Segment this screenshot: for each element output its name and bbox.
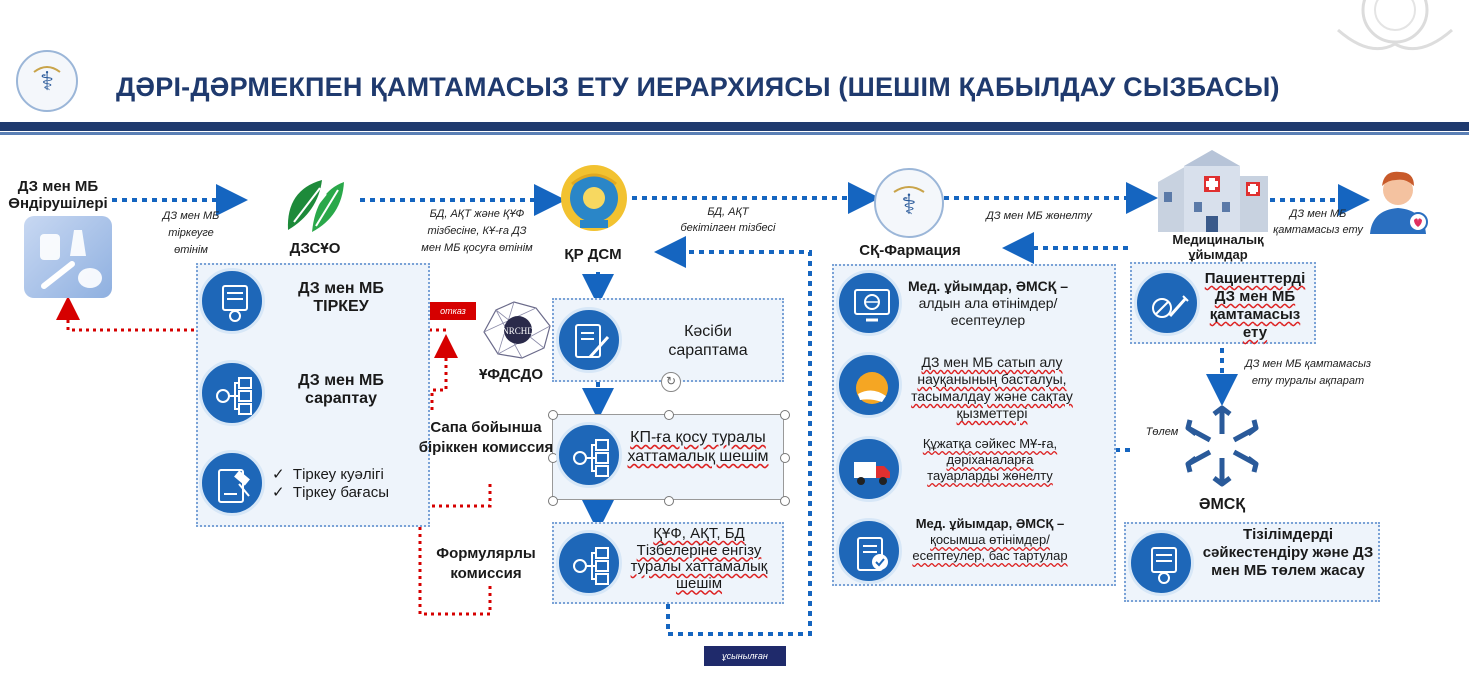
selection-handle (780, 453, 790, 463)
page-title: ДӘРІ-ДӘРМЕКПЕН ҚАМТАМАСЫЗ ЕТУ ИЕРАРХИЯСЫ… (116, 72, 1280, 102)
flowchart-icon (573, 439, 609, 477)
ministry-kp-label: КП-ға қосу туралы хаттамалық шешім (627, 429, 769, 465)
reg-request-label: ДЗ мен МБ тіркеуге өтінім (162, 210, 220, 256)
medorg-label: Медициналық ұйымдар (1172, 232, 1264, 262)
omsk-step-payment (1128, 530, 1194, 596)
arrow-formulary-up (418, 332, 492, 616)
pharmacy-step-orders (836, 270, 902, 336)
pharmacy-additional-rest: қосымша өтінімдер/есептеулер, бас тартул… (912, 532, 1068, 563)
server-icon (1151, 547, 1177, 584)
selection-handle (548, 496, 558, 506)
clipboard-check-icon (857, 537, 888, 571)
logo-emblem: ⚕ (16, 50, 78, 112)
supply-label: ДЗ мен МБ қамтамасыз ету (1273, 208, 1363, 236)
dzsuo-label: ДЗСҰО (289, 240, 341, 257)
ministry-label: ҚР ДСМ (564, 246, 622, 263)
omsk-logo-icon (1180, 404, 1264, 488)
ministry-expertise-label: Кәсіби сараптама (668, 323, 748, 359)
pharmacy-orders-rest: алдын ала өтінімдер/есептеулер (918, 295, 1058, 328)
flowchart-icon (216, 377, 252, 415)
selection-handle (780, 496, 790, 506)
dzsuo-step-expertise (199, 360, 265, 426)
price-label: Тіркеу бағасы (292, 484, 389, 501)
selection-handle (664, 496, 674, 506)
pharmacy-logo-icon: ⚕ (874, 168, 944, 238)
svg-text:⚕: ⚕ (40, 67, 54, 97)
payment-label: Төлем (1145, 426, 1179, 438)
pills-syringe-icon (1152, 295, 1189, 318)
producers-icon (24, 216, 112, 298)
pharmacy-step-shipping (836, 436, 902, 502)
info-label: ДЗ мен МБ қамтамасыз ету туралы ақпарат (1244, 358, 1372, 387)
arrow-return-to-ministry (654, 236, 812, 636)
svg-text:⚕: ⚕ (901, 188, 916, 221)
truck-icon (854, 462, 890, 485)
omsk-label: ӘМСҚ (1198, 496, 1246, 513)
ministry-lists-label: ҚҰФ, АҚТ, БД Тізбелеріне енгізу туралы х… (630, 525, 768, 592)
document-pen-icon (575, 324, 610, 359)
formulary-commission-label: Формулярлы комиссия (436, 545, 536, 582)
list-request-label: БД, АҚТ және ҚҰФ тізбесіне, КҰ-ға ДЗ мен… (421, 208, 533, 254)
dzsuo-step-certificate (199, 450, 265, 516)
header-divider-thin (0, 132, 1469, 135)
checklist-item-certificate: ✓ Тіркеу куәлігі (272, 466, 384, 483)
pharmacy-additional-bold: Мед. ұйымдар, ӘМСҚ – (915, 516, 1065, 531)
rotate-handle-icon: ↻ (661, 372, 681, 392)
kazakhstan-emblem-icon (558, 162, 630, 234)
quality-commission-label: Сапа бойынша біріккен комиссия (418, 419, 554, 456)
sun-icon (856, 372, 888, 404)
hospital-icon (1154, 146, 1272, 234)
dzsuo-checklist: ✓ Тіркеу куәлігі ✓ Тіркеу бағасы (272, 466, 389, 502)
selection-handle (548, 410, 558, 420)
header-divider (0, 122, 1469, 131)
ministry-step-expertise (556, 307, 622, 373)
pharmacy-additional-text: Мед. ұйымдар, ӘМСҚ – қосымша өтінімдер/е… (904, 516, 1076, 564)
delivery-label: ДЗ мен МБ жөнелту (986, 210, 1092, 222)
pharmacy-orders-bold: Мед. ұйымдар, ӘМСҚ – (908, 278, 1068, 294)
ornament-emblem (1330, 0, 1460, 60)
dzsuo-registration-label: ДЗ мен МБ ТІРКЕУ (298, 280, 384, 315)
dzsuo-step-registration (199, 268, 265, 334)
server-icon (222, 285, 248, 322)
dzsuo-logo-icon (282, 176, 348, 236)
patient-icon (1366, 164, 1430, 234)
arrow-omsk-pharmacy (1082, 368, 1130, 452)
pharmacy-shipping-label: Құжатқа сәйкес МҰ-ға, дәріханаларға тауа… (922, 436, 1058, 483)
pharmacy-step-additional (836, 518, 902, 584)
nrchd-logo-text: NRCHD (502, 326, 534, 336)
selection-handle (664, 410, 674, 420)
pharmacy-label: СҚ-Фармация (859, 242, 961, 259)
pharmacy-procurement-label: ДЗ мен МБ сатып алу науқанының басталуы,… (911, 354, 1073, 421)
monitor-globe-icon (854, 289, 890, 322)
ministry-step-kp (556, 422, 622, 488)
pharmacy-orders-text: Мед. ұйымдар, ӘМСҚ – алдын ала өтінімдер… (904, 278, 1072, 329)
medorg-step-patients (1134, 270, 1200, 336)
pharmacy-step-procurement (836, 352, 902, 418)
refusal-badge: отказ (430, 302, 476, 320)
checklist-item-price: ✓ Тіркеу бағасы (272, 484, 389, 501)
approved-list-label: БД, АҚТ бекітілген тізбесі (680, 206, 776, 234)
flowchart-icon (573, 547, 609, 585)
certificate-label: Тіркеу куәлігі (292, 466, 384, 483)
omsk-payment-label: Тізілімдерді сәйкестендіру және ДЗ мен М… (1202, 526, 1374, 579)
dzsuo-expertise-label: ДЗ мен МБ сараптау (298, 372, 384, 407)
medorg-patients-label: Пациенттерді ДЗ мен МБ қамтамасыз ету (1204, 270, 1306, 341)
selection-handle (780, 410, 790, 420)
ufdsdo-label: ҰФДСДО (478, 366, 544, 383)
nrchd-logo-icon: NRCHD (478, 296, 554, 364)
producers-label: ДЗ мен МБ Өндірушілері (8, 178, 108, 212)
document-gavel-icon (218, 469, 250, 503)
ministry-step-lists (556, 530, 622, 596)
recommended-badge: ұсынылған (704, 646, 786, 666)
